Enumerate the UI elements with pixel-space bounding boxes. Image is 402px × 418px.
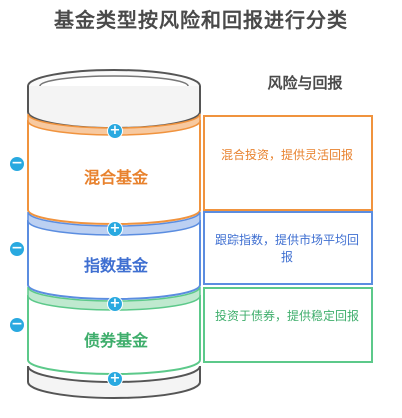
segment-bond-band bbox=[27, 286, 201, 311]
segment-label-mixed: 混合基金 bbox=[83, 168, 148, 187]
cylinder-top-band bbox=[27, 86, 201, 129]
desc-box-mixed bbox=[203, 115, 373, 211]
description-bond: 投资于债券，提供稳定回报 bbox=[214, 309, 359, 323]
diagram-title: 基金类型按风险和回报进行分类 bbox=[54, 8, 348, 32]
segment-mixed-band bbox=[27, 113, 201, 136]
desc-box-bond bbox=[203, 287, 373, 363]
segment-label-index: 指数基金 bbox=[83, 256, 148, 275]
add-above-bond-button[interactable]: + bbox=[107, 296, 123, 312]
segment-index-band bbox=[27, 211, 201, 236]
column-header: 风险与回报 bbox=[267, 74, 343, 92]
desc-box-index bbox=[203, 211, 373, 285]
collapse-bond-button[interactable]: − bbox=[10, 316, 24, 332]
cylinder-base bbox=[27, 365, 201, 399]
description-mixed: 混合投资，提供灵活回报 bbox=[220, 148, 353, 162]
collapse-index-button[interactable]: − bbox=[10, 240, 24, 256]
collapse-mixed-button[interactable]: − bbox=[10, 155, 24, 171]
description-index: 跟踪指数，提供市场平均回报 bbox=[214, 233, 359, 264]
segment-label-bond: 债券基金 bbox=[83, 331, 148, 350]
add-above-index-button[interactable]: + bbox=[107, 221, 123, 237]
add-above-mixed-button[interactable]: + bbox=[107, 123, 123, 139]
add-below-bond-button[interactable]: + bbox=[107, 371, 123, 387]
